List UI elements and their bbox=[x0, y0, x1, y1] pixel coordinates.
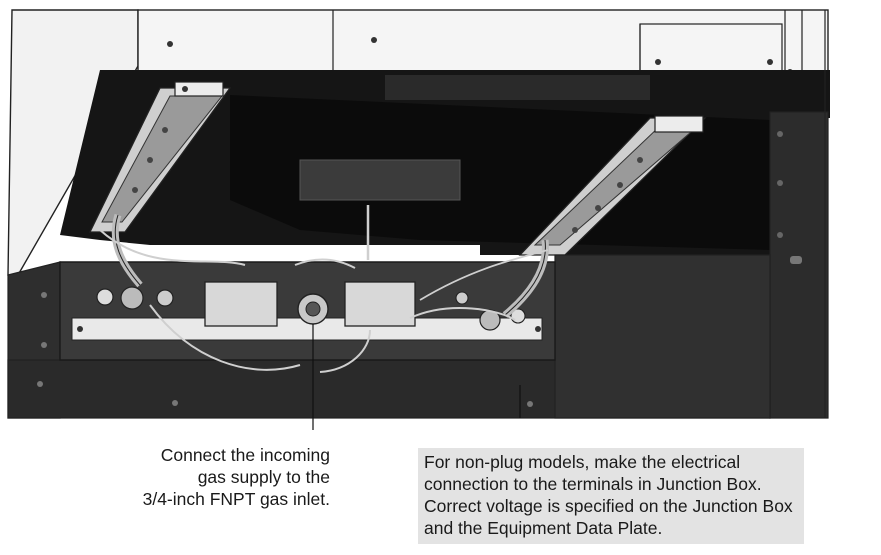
electrical-callout-line-1: For non-plug models, make the electrical bbox=[424, 452, 741, 472]
equipment-illustration bbox=[7, 9, 830, 430]
electrical-callout-line-4: and the Equipment Data Plate. bbox=[424, 518, 663, 538]
lower-cabinet bbox=[7, 254, 771, 419]
left-gas-valve bbox=[204, 281, 278, 327]
gas-inlet-callout-line-1: Connect the incoming bbox=[160, 445, 330, 465]
electrical-callout-line-2: connection to the terminals in Junction … bbox=[424, 474, 762, 494]
electrical-callout-line-3: Correct voltage is specified on the Junc… bbox=[424, 496, 793, 516]
left-burner-rail bbox=[88, 81, 232, 233]
gas-inlet-callout: Connect the incoming gas supply to the 3… bbox=[70, 444, 330, 510]
right-burner-rail bbox=[518, 115, 707, 256]
gas-manifold-housing bbox=[59, 261, 556, 361]
gas-inlet-callout-line-2: gas supply to the bbox=[197, 467, 330, 487]
right-gas-valve bbox=[344, 281, 416, 327]
electrical-callout-box: For non-plug models, make the electrical… bbox=[418, 448, 804, 544]
gas-inlet-callout-line-3: 3/4-inch FNPT gas inlet. bbox=[142, 489, 330, 509]
pipes-and-wires bbox=[99, 205, 549, 373]
